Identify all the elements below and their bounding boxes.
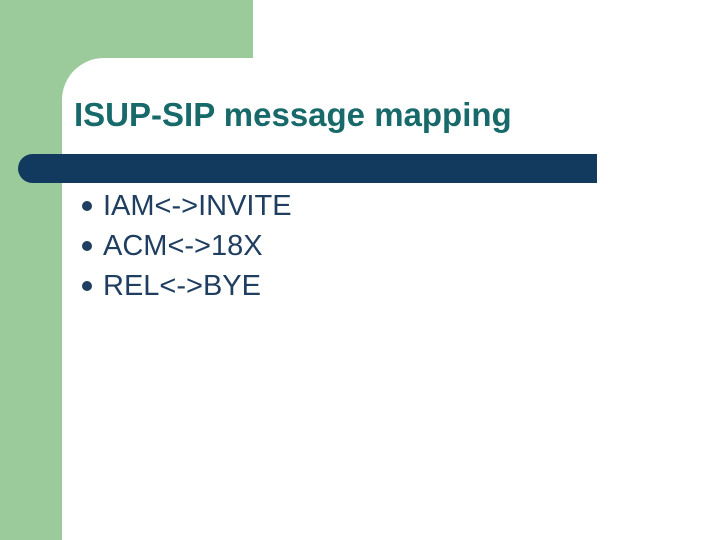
bullet-icon — [82, 201, 92, 211]
slide-title: ISUP-SIP message mapping — [74, 96, 512, 133]
bullet-text: REL<->BYE — [103, 269, 261, 302]
bullet-text: ACM<->18X — [103, 229, 263, 262]
content-panel — [62, 58, 720, 540]
bullet-list: IAM<->INVITE ACM<->18X REL<->BYE — [82, 186, 292, 306]
list-item: ACM<->18X — [82, 226, 292, 266]
title-accent-bar — [18, 154, 597, 183]
list-item: IAM<->INVITE — [82, 186, 292, 226]
bullet-icon — [82, 241, 92, 251]
bullet-text: IAM<->INVITE — [103, 189, 292, 222]
bullet-icon — [82, 281, 92, 291]
list-item: REL<->BYE — [82, 266, 292, 306]
